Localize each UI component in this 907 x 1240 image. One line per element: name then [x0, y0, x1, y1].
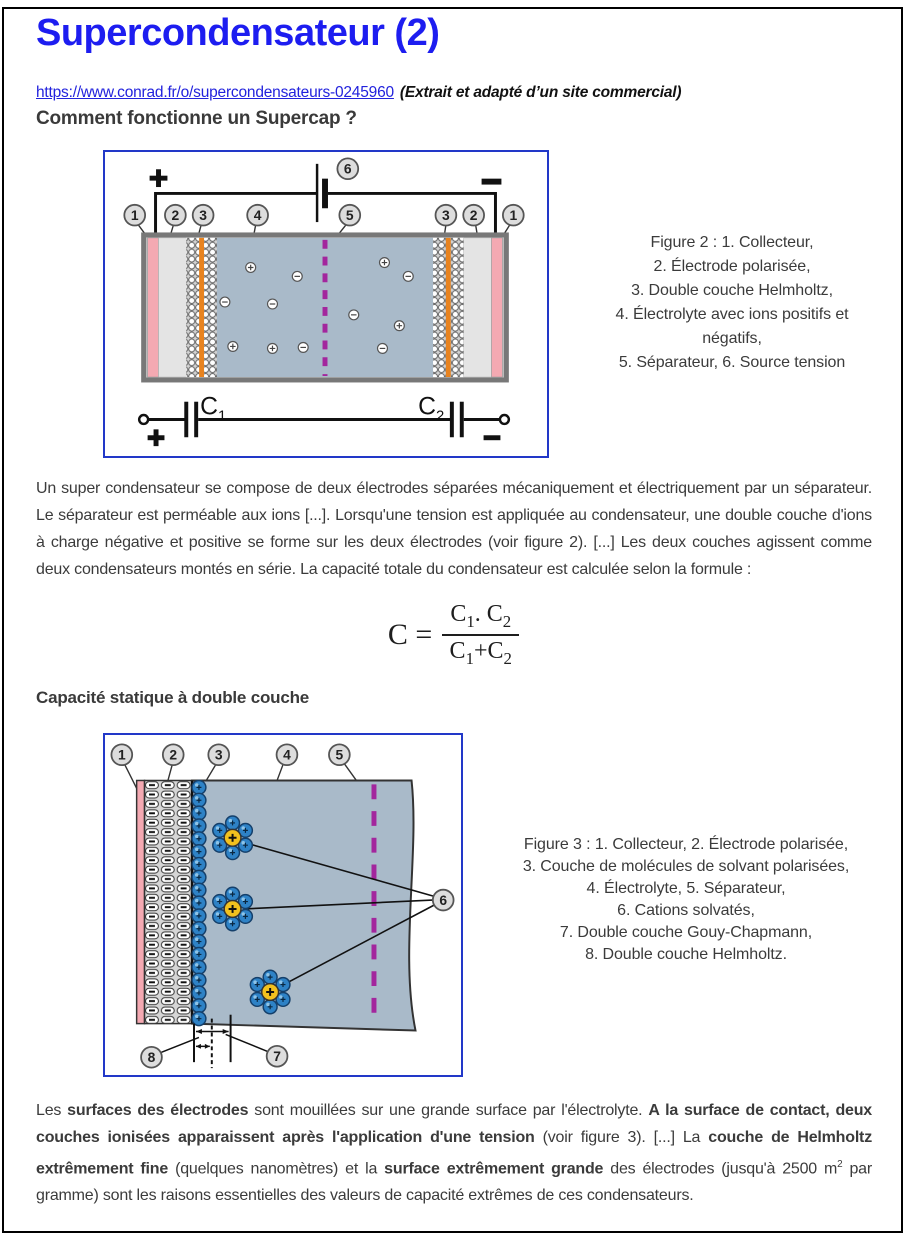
- electrode-left: [158, 237, 187, 378]
- svg-text:3: 3: [215, 747, 223, 763]
- section-heading-capacite: Capacité statique à double couche: [36, 688, 310, 707]
- collector-left: [147, 237, 159, 378]
- c1-label: C1: [200, 394, 226, 425]
- collector: [135, 779, 146, 1025]
- figure3-balloons: 1 2 3 4 5: [110, 743, 351, 767]
- cation-leader-lines: [241, 840, 435, 988]
- balloon-8: 8: [140, 1045, 163, 1069]
- svg-text:5: 5: [336, 747, 344, 763]
- figure3-diagram: 1 2 3 4 5: [110, 743, 455, 1069]
- electrode-molecules: [144, 780, 193, 1024]
- minus-sign-icon: [481, 178, 502, 185]
- formula-denominator: C1+C2: [449, 637, 512, 668]
- svg-text:2: 2: [470, 207, 478, 223]
- formula-numerator: C1. C2: [442, 601, 520, 636]
- body-paragraph-1: Un super condensateur se compose de deux…: [36, 480, 872, 578]
- svg-text:5: 5: [346, 207, 354, 223]
- svg-text:3: 3: [199, 207, 207, 223]
- voltage-source-circuit: [154, 191, 497, 235]
- svg-text:8: 8: [148, 1049, 156, 1065]
- source-line: https://www.conrad.fr/o/supercondensateu…: [36, 84, 682, 102]
- figure2-diagram: 6 1 2 3 4 5 3 2 1: [123, 157, 525, 447]
- section-heading-fonctionnement: Comment fonctionne un Supercap ?: [36, 108, 357, 129]
- page-border: [2, 7, 903, 1233]
- plus-terminal-icon: [147, 429, 165, 447]
- svg-text:2: 2: [169, 747, 177, 763]
- svg-text:6: 6: [439, 892, 447, 908]
- solvent-molecule-layer: [191, 779, 207, 1027]
- electrode-right: [463, 237, 492, 378]
- equivalent-circuit: C1 C2: [137, 394, 511, 447]
- svg-text:7: 7: [273, 1048, 281, 1064]
- double-layer-orange-right: [445, 237, 451, 378]
- helmholtz-beads-left-inner: [186, 237, 200, 378]
- figure3-caption: Figure 3 : 1. Collecteur, 2. Électrode p…: [522, 836, 850, 963]
- source-note: (Extrait et adapté d’un site commercial): [399, 84, 682, 101]
- minus-terminal-icon: [483, 435, 501, 441]
- figure2-frame: 6 1 2 3 4 5 3 2 1: [103, 150, 549, 458]
- helmholtz-beads-right-outer: [433, 237, 446, 378]
- svg-text:3: 3: [442, 207, 450, 223]
- balloon-7: 7: [265, 1044, 289, 1068]
- double-layer-orange-left: [199, 237, 205, 378]
- helmholtz-beads-right-inner: [450, 237, 464, 378]
- balloon-6: 6: [431, 888, 455, 912]
- svg-text:2: 2: [172, 207, 180, 223]
- source-link[interactable]: https://www.conrad.fr/o/supercondensateu…: [36, 84, 394, 101]
- body-paragraph-2: Les surfaces des électrodes sont mouillé…: [36, 1102, 872, 1205]
- figure2-caption: Figure 2 : 1. Collecteur, 2. Électrode p…: [615, 234, 849, 371]
- supercap-cell: [141, 232, 509, 383]
- balloon-6: 6: [336, 157, 360, 181]
- layer-thickness-measure: [161, 1014, 268, 1069]
- page-title: Supercondensateur (2): [36, 12, 440, 54]
- collector-right: [491, 237, 503, 378]
- svg-text:4: 4: [254, 207, 262, 223]
- svg-text:6: 6: [344, 161, 352, 177]
- figure3-frame: 1 2 3 4 5: [103, 733, 463, 1077]
- svg-text:4: 4: [283, 747, 291, 763]
- capacitance-formula: C = C1. C2 C1+C2: [0, 601, 907, 669]
- figure2-balloons: 1 2 3 4 5 3 2 1: [123, 203, 525, 227]
- helmholtz-beads-left-outer: [204, 237, 217, 378]
- svg-text:1: 1: [131, 207, 139, 223]
- plus-sign-icon: [149, 169, 168, 188]
- svg-text:1: 1: [509, 207, 517, 223]
- c2-label: C2: [418, 394, 444, 425]
- svg-text:1: 1: [118, 747, 126, 763]
